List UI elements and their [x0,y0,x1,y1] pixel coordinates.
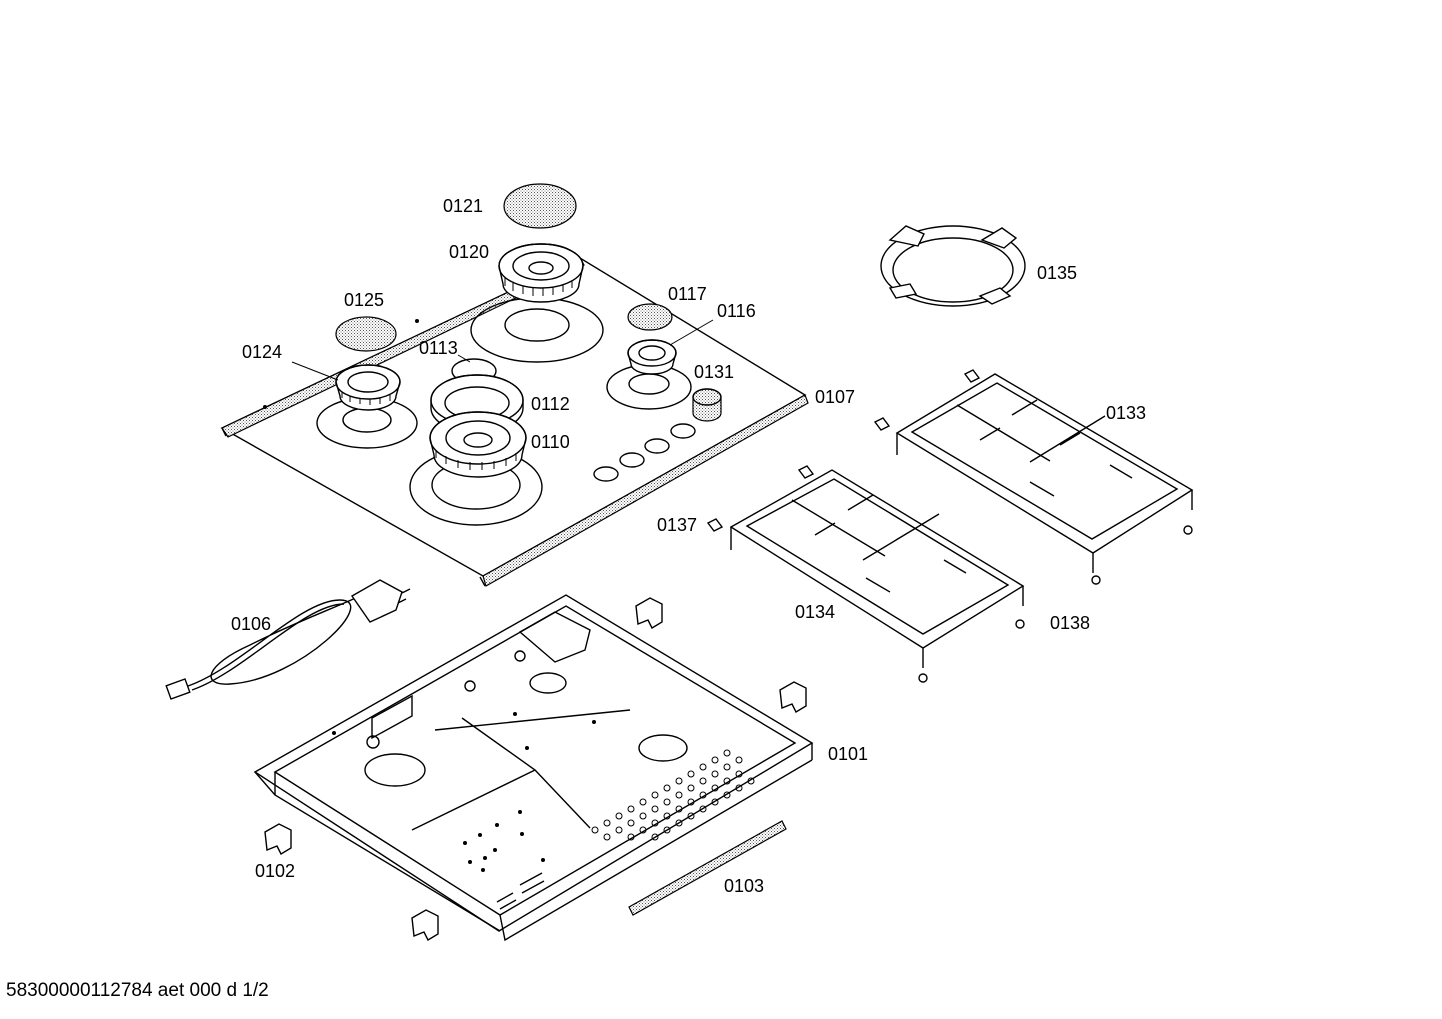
label-0134: 0134 [795,602,836,622]
label-0110: 0110 [531,432,570,452]
label-0120: 0120 [449,242,490,262]
bottom-tray [253,594,814,942]
right-pan-support [895,373,1194,585]
label-0137: 0137 [657,515,698,535]
small-burner-cap [335,316,397,352]
document-footer-id: 58300000112784 aet 000 d 1/2 [6,980,269,1001]
label-0112: 0112 [531,394,570,414]
seal-strip [628,820,787,916]
leader-lines [291,319,714,381]
label-0106: 0106 [231,614,272,634]
small-burner-crown [335,364,401,411]
label-0107: 0107 [815,387,856,407]
aux-burner-cap [627,303,673,331]
large-burner-crown [498,243,584,303]
label-0113: 0113 [419,338,458,358]
aux-burner-crown [627,339,677,375]
label-0121: 0121 [443,196,484,216]
wok-burner-crown [429,411,527,478]
label-0138: 0138 [1050,613,1091,633]
fixing-brackets [264,597,807,941]
label-0133: 0133 [1106,403,1147,423]
left-pan-support [729,469,1025,683]
large-burner-cap [503,183,577,229]
label-0102: 0102 [255,861,296,881]
pan-support-clips [706,369,981,532]
label-0135: 0135 [1037,263,1078,283]
wok-ring-support [880,225,1026,307]
label-0125: 0125 [344,290,385,310]
control-knob [692,388,722,422]
label-0117: 0117 [668,284,707,304]
label-0103: 0103 [724,876,765,896]
label-0124: 0124 [242,342,283,362]
label-0131: 0131 [694,362,735,382]
label-0116: 0116 [717,301,756,321]
label-0101: 0101 [828,744,869,764]
power-cable [165,579,411,700]
